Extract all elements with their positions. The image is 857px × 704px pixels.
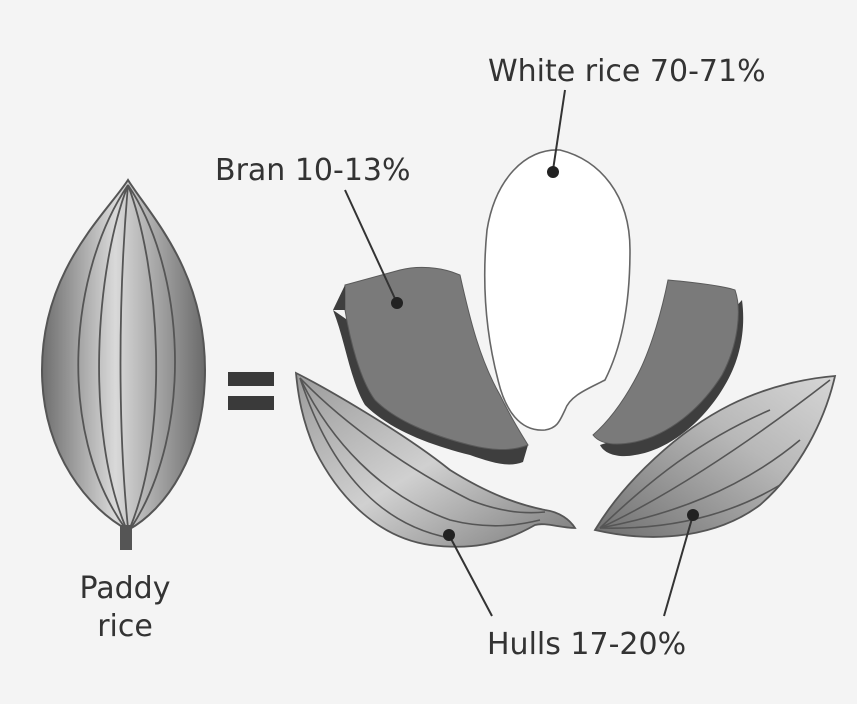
paddy-label-line1: Paddy (55, 570, 195, 608)
hulls-label: Hulls 17-20% (487, 630, 686, 660)
paddy-rice-grain (42, 180, 205, 550)
paddy-rice-label: Paddy rice (55, 570, 195, 645)
equals-sign (228, 372, 274, 410)
white-rice-kernel (485, 150, 630, 430)
white-rice-label: White rice 70-71% (488, 57, 766, 87)
paddy-label-line2: rice (55, 608, 195, 646)
bran-label: Bran 10-13% (215, 156, 411, 186)
